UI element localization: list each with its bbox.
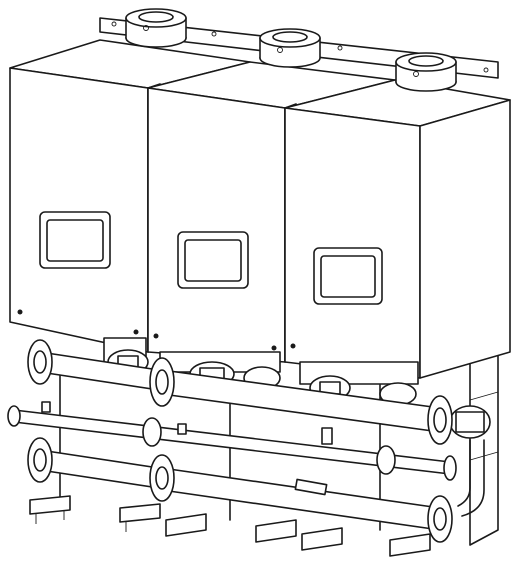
boiler-unit-3: [284, 52, 511, 379]
header-pipe-lower-right: [149, 454, 453, 543]
screw-icon: [133, 329, 139, 335]
flue-collar-3: [395, 52, 457, 92]
display-screen-3: [320, 255, 376, 298]
floor-bracket-3: [165, 513, 207, 537]
floor-bracket-5: [301, 527, 343, 551]
screw-icon: [17, 309, 23, 315]
flue-collar-2: [259, 28, 321, 68]
floor-bracket-4: [255, 519, 297, 543]
header-pipe-upper-left: [27, 339, 173, 393]
floor-bracket-2: [119, 503, 161, 532]
flue-collar-1: [125, 8, 187, 48]
floor-bracket-1: [29, 495, 71, 524]
header-pipes: [7, 339, 485, 543]
return-elbow: [457, 439, 485, 517]
floor-bracket-6: [389, 533, 431, 557]
boiler-unit-1: [9, 8, 251, 353]
header-pipe-upper-right: [149, 357, 453, 445]
pump-6: [449, 405, 491, 439]
screw-icon: [153, 333, 159, 339]
display-screen-2: [184, 239, 242, 282]
header-pipe-middle: [7, 405, 457, 481]
floor-brackets: [29, 495, 431, 557]
screw-icon: [290, 343, 296, 349]
valves: [41, 401, 333, 496]
display-screen-1: [46, 219, 104, 262]
screw-icon: [271, 345, 277, 351]
